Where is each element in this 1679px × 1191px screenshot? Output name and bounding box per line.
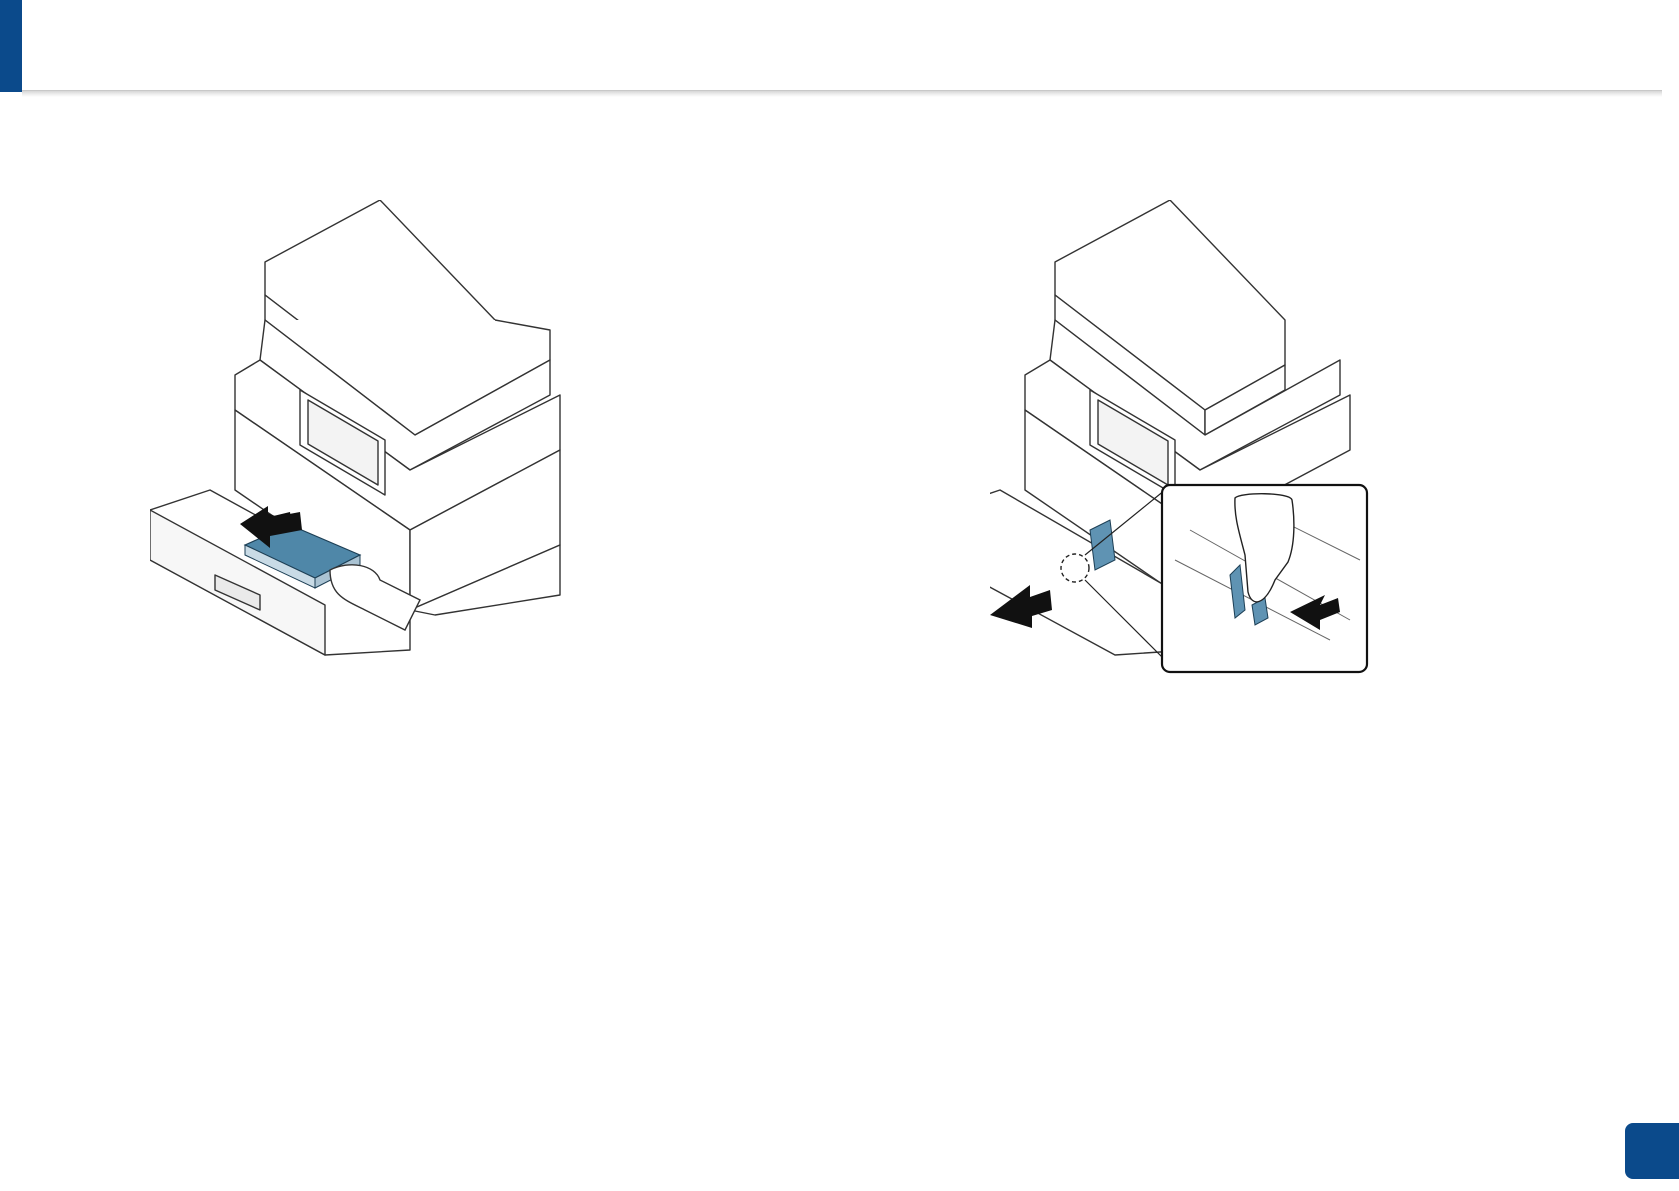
zoom-callout [1162,485,1367,672]
printer-illustration-left [150,200,620,710]
header-rule [22,90,1662,97]
page-number-badge [1625,1123,1679,1179]
printer-illustration-right [990,200,1470,710]
figure-adjust-guide [990,200,1470,710]
chapter-tab [0,0,22,92]
figure-load-paper [150,200,620,710]
